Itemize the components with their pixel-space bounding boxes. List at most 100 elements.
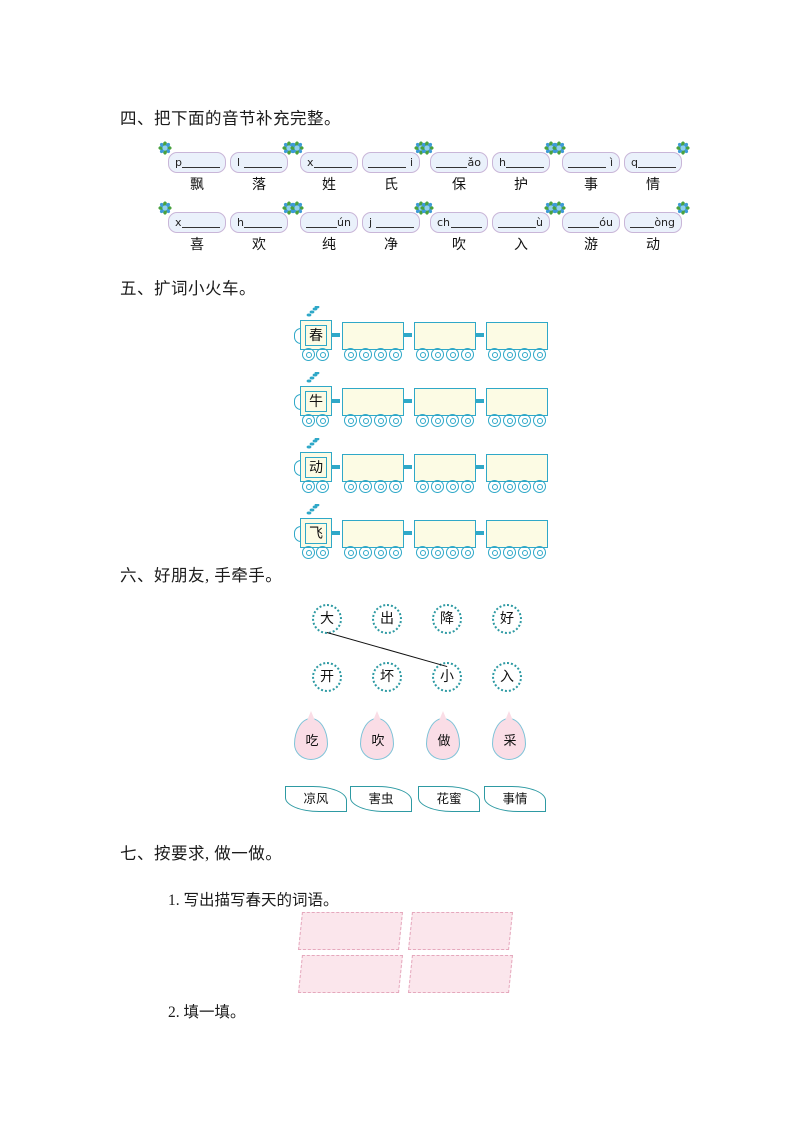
train-wheel (389, 414, 402, 427)
pinyin-hanzi-label: 保 (452, 177, 466, 193)
train-coupler (404, 465, 412, 469)
blank-rule (182, 227, 220, 228)
train-wheel (359, 348, 372, 361)
train-wheel (488, 414, 501, 427)
pinyin-blank-box[interactable]: òng (624, 212, 682, 233)
train-wheel (503, 480, 516, 493)
pinyin-lead-text: p (175, 156, 182, 169)
pinyin-trail-text: òng (654, 216, 675, 229)
train-wheel (344, 546, 357, 559)
pinyin-blank-box[interactable]: x (300, 152, 358, 173)
train-wheel (461, 414, 474, 427)
pinyin-blank-box[interactable]: q (624, 152, 682, 173)
train-wagon-blank[interactable] (342, 454, 404, 482)
match-circle-top[interactable]: 大 (312, 604, 342, 634)
pinyin-blank-box[interactable]: h (492, 152, 550, 173)
pinyin-blank-box[interactable]: ì (562, 152, 620, 173)
train-wagon-blank[interactable] (342, 388, 404, 416)
train-wheel (416, 480, 429, 493)
blank-rule (451, 227, 482, 228)
pinyin-blank-box[interactable]: p (168, 152, 226, 173)
match-circle-bottom[interactable]: 开 (312, 662, 342, 692)
match-circle-top[interactable]: 好 (492, 604, 522, 634)
train-wagon-blank[interactable] (486, 322, 548, 350)
smoke-icon (306, 438, 320, 449)
train-wheel (302, 348, 315, 361)
match-circle-bottom[interactable]: 小 (432, 662, 462, 692)
engine-nose (294, 526, 301, 542)
pinyin-blank-box[interactable]: ù (492, 212, 550, 233)
answer-box[interactable] (298, 955, 403, 993)
match-drop-label: 做 (437, 734, 451, 749)
pinyin-hanzi-label: 动 (646, 237, 660, 253)
train-wheel (446, 414, 459, 427)
train-wagon-blank[interactable] (414, 454, 476, 482)
pinyin-lead-text: l (237, 156, 241, 169)
match-drop[interactable]: 采 (492, 711, 526, 760)
pinyin-hanzi-label: 入 (514, 237, 528, 253)
pinyin-hanzi-label: 氏 (384, 177, 398, 193)
train-coupler (476, 333, 484, 337)
engine-nose (294, 394, 301, 410)
match-circle-bottom[interactable]: 坏 (372, 662, 402, 692)
train-wheel (518, 546, 531, 559)
match-drop[interactable]: 吃 (294, 711, 328, 760)
match-circle-bottom[interactable]: 入 (492, 662, 522, 692)
match-circle-top[interactable]: 降 (432, 604, 462, 634)
match-drop[interactable]: 做 (426, 711, 460, 760)
train-wagon-blank[interactable] (414, 520, 476, 548)
train-engine: 动 (300, 452, 332, 482)
train-wagon-blank[interactable] (486, 454, 548, 482)
match-circle-top[interactable]: 出 (372, 604, 402, 634)
drop-tip (438, 711, 448, 723)
answer-box[interactable] (408, 912, 513, 950)
train-wheel (503, 414, 516, 427)
pinyin-blank-box[interactable]: ún (300, 212, 358, 233)
match-drop-label: 吃 (305, 734, 319, 749)
train-wheel (533, 546, 546, 559)
pinyin-blank-box[interactable]: óu (562, 212, 620, 233)
train-wheel (461, 348, 474, 361)
train-wagon-blank[interactable] (342, 520, 404, 548)
blank-rule (568, 167, 606, 168)
match-leaf[interactable]: 害虫 (350, 786, 412, 812)
train-wheel (344, 348, 357, 361)
train-coupler (404, 399, 412, 403)
train-coupler (476, 531, 484, 535)
pinyin-trail-text: ún (337, 216, 351, 229)
pinyin-blank-box[interactable]: j (362, 212, 420, 233)
blank-rule (506, 167, 544, 168)
pinyin-lead-text: q (631, 156, 638, 169)
train-wheel (302, 414, 315, 427)
pinyin-blank-box[interactable]: h (230, 212, 288, 233)
pinyin-trail-text: óu (599, 216, 613, 229)
match-leaf[interactable]: 花蜜 (418, 786, 480, 812)
train-engine-character: 飞 (305, 523, 327, 544)
train-wheel (316, 348, 329, 361)
match-drop[interactable]: 吹 (360, 711, 394, 760)
train-wagon-blank[interactable] (342, 322, 404, 350)
answer-box[interactable] (408, 955, 513, 993)
train-wagon-blank[interactable] (414, 322, 476, 350)
pinyin-blank-box[interactable]: x (168, 212, 226, 233)
train-wheel (461, 546, 474, 559)
answer-box[interactable] (298, 912, 403, 950)
train-wagon-blank[interactable] (414, 388, 476, 416)
train-wheel (416, 348, 429, 361)
train-engine-character: 春 (305, 325, 327, 346)
pinyin-lead-text: j (369, 216, 373, 229)
pinyin-lead-text: h (237, 216, 244, 229)
train-wagon-blank[interactable] (486, 388, 548, 416)
train-wheel (344, 414, 357, 427)
pinyin-blank-box[interactable]: ǎo (430, 152, 488, 173)
train-coupler (332, 333, 340, 337)
smoke-icon (306, 306, 320, 317)
pinyin-blank-box[interactable]: l (230, 152, 288, 173)
train-wagon-blank[interactable] (486, 520, 548, 548)
match-leaf[interactable]: 事情 (484, 786, 546, 812)
match-leaf[interactable]: 凉风 (285, 786, 347, 812)
match-drop-label: 采 (503, 734, 517, 749)
pinyin-blank-box[interactable]: ch (430, 212, 488, 233)
section-seven-item-1-label: 1. 写出描写春天的词语。 (168, 892, 339, 909)
pinyin-blank-box[interactable]: i (362, 152, 420, 173)
